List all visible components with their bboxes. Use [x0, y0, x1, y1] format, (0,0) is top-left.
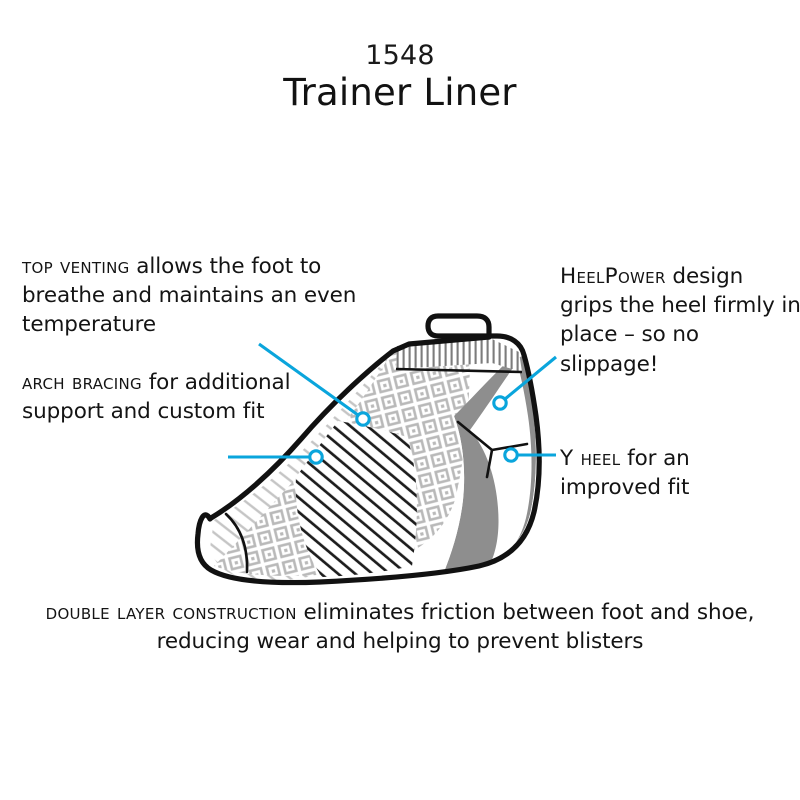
callout-y-heel-lead: Y heel [560, 446, 621, 471]
callout-heelpower: HeelPower design grips the heel firmly i… [560, 262, 800, 379]
callout-heelpower-lead: HeelPower [560, 264, 666, 289]
leader-top-venting [258, 342, 359, 417]
callout-top-venting: Top venting allows the foot to breathe a… [22, 252, 394, 340]
marker-y-heel [503, 447, 519, 463]
leader-heelpower [504, 355, 557, 401]
cuff-ribbing [395, 339, 523, 374]
callout-top-venting-lead: Top venting [22, 254, 130, 279]
callout-top-venting-body: allows the foot to breathe and maintains… [22, 254, 357, 338]
callout-heelpower-body: design grips the heel firmly in place – … [560, 264, 800, 377]
title-block: 1548 Trainer Liner [0, 40, 800, 115]
marker-arch-bracing [308, 449, 324, 465]
caption-body: eliminates friction between foot and sho… [156, 600, 755, 655]
callout-arch-bracing-lead: Arch bracing [22, 370, 142, 395]
callout-y-heel: Y heel for an improved fit [560, 444, 790, 502]
leader-lines [228, 342, 557, 459]
callout-arch-bracing: Arch bracing for additional support and … [22, 368, 312, 426]
caption-lead: Double layer construction [45, 600, 297, 625]
marker-heelpower [492, 395, 508, 411]
leader-markers [308, 395, 519, 465]
marker-top-venting [355, 411, 371, 427]
caption-double-layer: Double layer construction eliminates fri… [0, 598, 800, 657]
sock-outline [194, 313, 542, 586]
product-code: 1548 [365, 40, 435, 71]
page-title: Trainer Liner [283, 71, 517, 115]
callout-arch-bracing-body: for additional support and custom fit [22, 370, 291, 425]
callout-y-heel-body: for an improved fit [560, 446, 690, 501]
